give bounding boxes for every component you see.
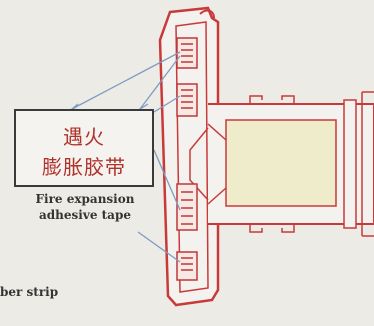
frame-web: [189, 127, 209, 201]
english-caption-line1: Fire expansion: [35, 192, 135, 206]
english-caption: Fire expansion adhesive tape: [0, 191, 170, 223]
chinese-label-line1: 遇火: [63, 125, 105, 149]
callout-label-box: 遇火 膨胀胶带: [14, 109, 154, 187]
leader-line: [137, 231, 181, 263]
leader-line: [153, 95, 181, 113]
english-caption-line2: adhesive tape: [39, 208, 131, 222]
leader-line: [139, 55, 181, 110]
right-mullion-2: [361, 91, 374, 237]
tape-strip: [176, 37, 198, 69]
tape-strip: [176, 83, 198, 117]
frame-top-hook: [199, 9, 215, 19]
tape-strip: [176, 183, 198, 231]
transom-inner: [225, 119, 337, 207]
leader-line: [71, 51, 181, 110]
chinese-label-line2: 膨胀胶带: [42, 155, 126, 179]
transom-slot-1: [249, 95, 295, 104]
transom-slot-2: [249, 224, 295, 233]
right-mullion: [343, 99, 357, 229]
frame-profile: [158, 6, 374, 307]
side-label: ber strip: [0, 285, 59, 299]
transom-web-top: [207, 123, 227, 205]
leader-lines: [70, 51, 181, 263]
leader-line: [153, 149, 181, 211]
tape-strips: [176, 37, 198, 281]
frame-outer-outline: [158, 6, 220, 307]
tape-strip: [176, 251, 198, 281]
